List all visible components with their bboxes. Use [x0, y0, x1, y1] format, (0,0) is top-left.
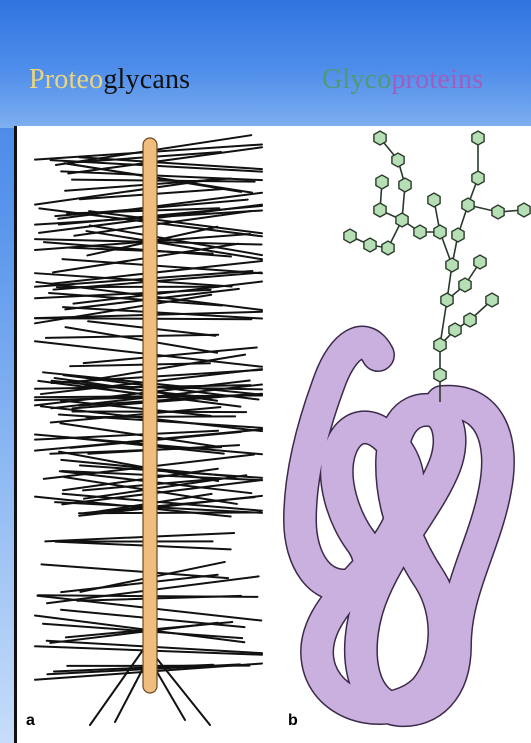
sugar-hexagon — [492, 205, 504, 219]
sugar-hexagon — [449, 323, 461, 337]
gag-chain-line — [150, 650, 210, 725]
sugar-hexagon — [474, 255, 486, 269]
sugar-hexagon — [374, 131, 386, 145]
core-protein-rod — [143, 138, 157, 693]
gag-chain-line — [45, 533, 234, 541]
sugar-hexagon — [472, 171, 484, 185]
sugar-hexagon — [414, 225, 426, 239]
sugar-hexagon — [452, 228, 464, 242]
sugar-hexagon — [376, 175, 388, 189]
sugar-hexagon — [464, 313, 476, 327]
sugar-hexagon — [399, 178, 411, 192]
sugar-hexagon — [446, 258, 458, 272]
gag-chain-line — [65, 327, 217, 353]
gag-chain-line — [72, 411, 246, 412]
sugar-hexagon — [344, 229, 356, 243]
sugar-hexagon — [434, 368, 446, 382]
sugar-hexagon — [518, 203, 530, 217]
sugar-hexagon — [441, 293, 453, 307]
gag-chain-line — [72, 180, 255, 182]
sugar-hexagon — [392, 153, 404, 167]
panel-label-b: b — [288, 712, 298, 730]
sugar-hexagon — [462, 198, 474, 212]
sugar-hexagon — [434, 338, 446, 352]
protein-chain — [300, 343, 498, 711]
sugar-hexagon — [364, 238, 376, 252]
sugar-hexagon — [374, 203, 386, 217]
panel-label-a: a — [26, 712, 35, 730]
sugar-hexagon — [486, 293, 498, 307]
sugar-hexagon — [382, 241, 394, 255]
gag-chain-line — [84, 475, 246, 498]
sugar-hexagon — [434, 225, 446, 239]
gag-chain-line — [61, 575, 218, 592]
sugar-hexagon — [396, 213, 408, 227]
sugar-hexagon — [428, 193, 440, 207]
sugar-hexagon — [459, 278, 471, 292]
sugar-hexagon — [472, 131, 484, 145]
